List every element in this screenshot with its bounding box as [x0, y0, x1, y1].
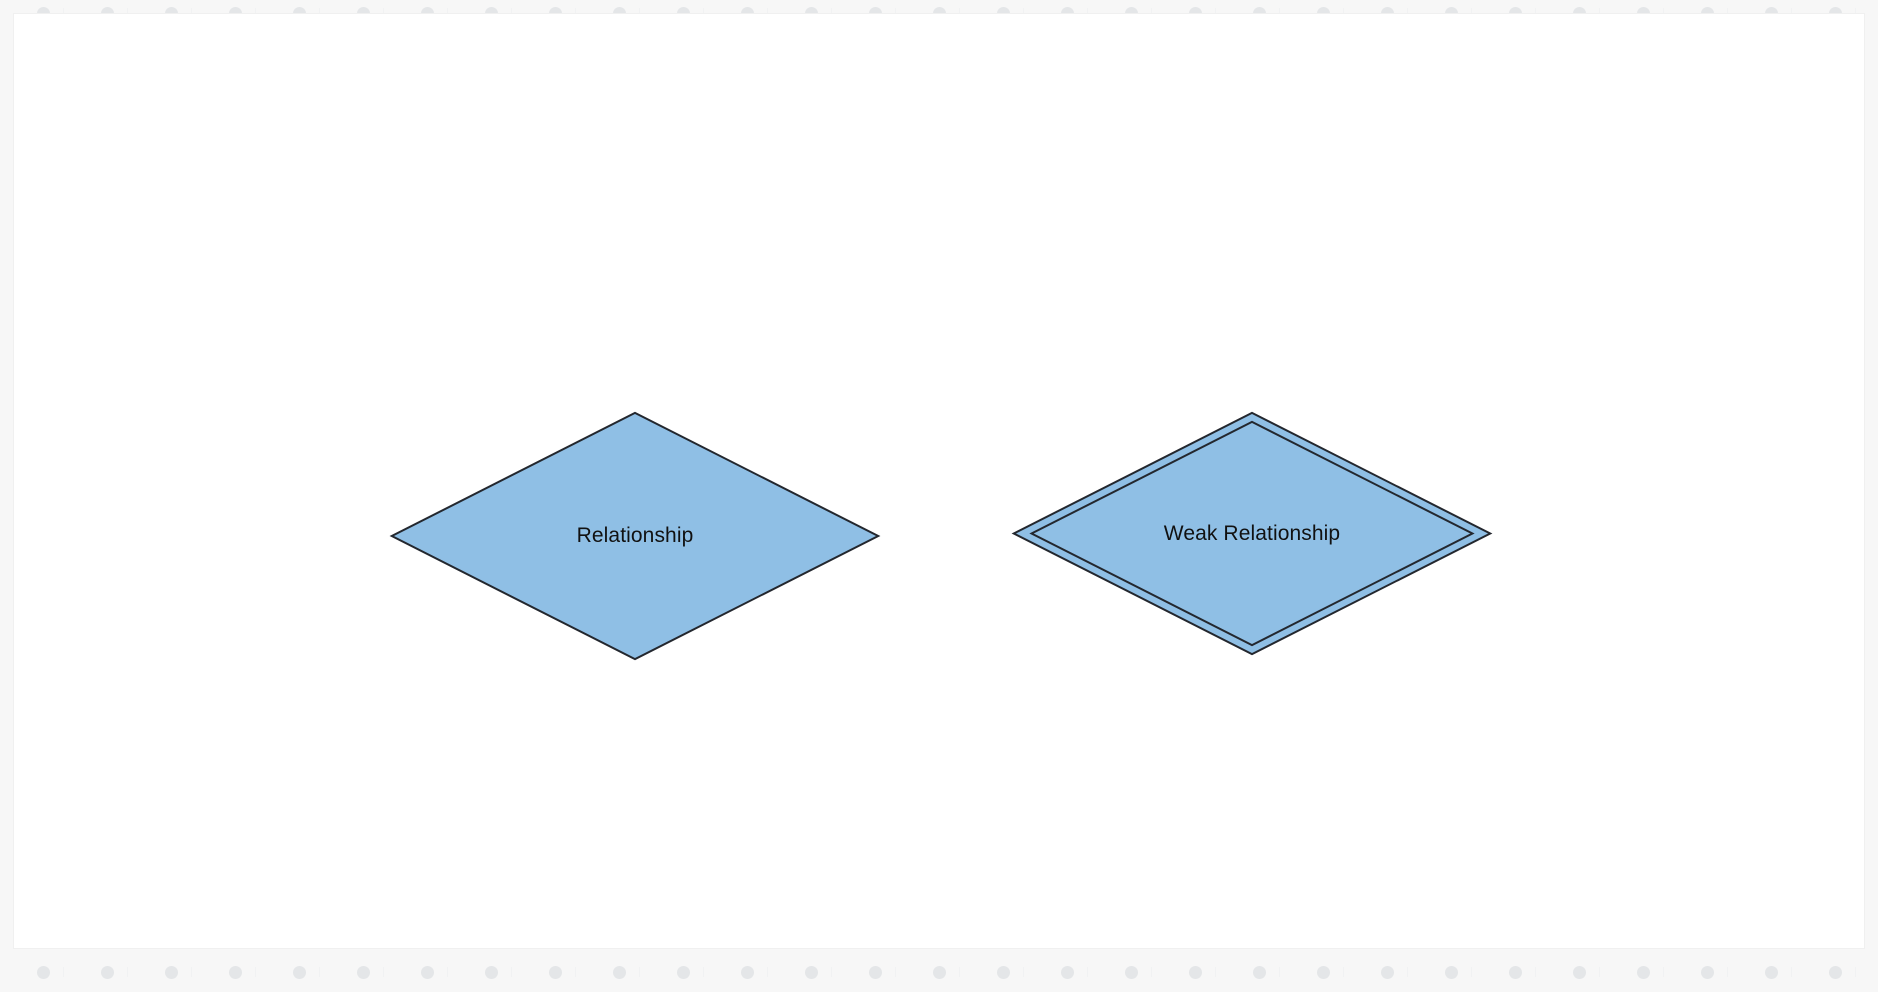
ruler-tick: [1343, 967, 1344, 977]
ruler-tick: [319, 967, 320, 977]
ruler-tick: [1663, 967, 1664, 977]
shape-weak-relationship-diamond[interactable]: Weak Relationship: [1011, 411, 1493, 656]
ruler-tick: [703, 967, 704, 977]
ruler-dot: [613, 966, 626, 979]
ruler-dot: [1829, 966, 1842, 979]
ruler-strip-bottom: [0, 962, 1878, 982]
ruler-tick: [447, 967, 448, 977]
ruler-dot: [165, 966, 178, 979]
ruler-dot: [1125, 966, 1138, 979]
ruler-dot: [869, 966, 882, 979]
ruler-tick: [511, 967, 512, 977]
ruler-tick: [831, 967, 832, 977]
ruler-dot: [485, 966, 498, 979]
ruler-dot: [37, 966, 50, 979]
ruler-dot: [1509, 966, 1522, 979]
ruler-dot: [677, 966, 690, 979]
ruler-tick: [127, 967, 128, 977]
ruler-tick: [1471, 967, 1472, 977]
relationship-diamond-outline: [389, 411, 881, 661]
ruler-dot: [997, 966, 1010, 979]
ruler-dot: [357, 966, 370, 979]
ruler-tick: [255, 967, 256, 977]
ruler-tick: [575, 967, 576, 977]
ruler-dot: [1573, 966, 1586, 979]
ruler-dot: [933, 966, 946, 979]
ruler-dot: [741, 966, 754, 979]
ruler-tick: [1279, 967, 1280, 977]
ruler-dot: [549, 966, 562, 979]
diagram-canvas[interactable]: Relationship Weak Relationship: [14, 14, 1864, 948]
ruler-dot: [1637, 966, 1650, 979]
ruler-tick: [1023, 967, 1024, 977]
ruler-dot: [1061, 966, 1074, 979]
ruler-tick: [1727, 967, 1728, 977]
ruler-dot: [421, 966, 434, 979]
ruler-tick: [959, 967, 960, 977]
ruler-tick: [1855, 967, 1856, 977]
ruler-dot: [1445, 966, 1458, 979]
ruler-dot: [1189, 966, 1202, 979]
ruler-tick: [767, 967, 768, 977]
ruler-dot: [1765, 966, 1778, 979]
ruler-tick: [383, 967, 384, 977]
weak-relationship-double-diamond-outline: [1011, 411, 1493, 656]
ruler-dot: [1381, 966, 1394, 979]
ruler-tick: [191, 967, 192, 977]
ruler-tick: [1791, 967, 1792, 977]
shape-relationship-diamond[interactable]: Relationship: [389, 411, 881, 661]
ruler-tick: [63, 967, 64, 977]
ruler-dot: [101, 966, 114, 979]
ruler-tick: [1535, 967, 1536, 977]
ruler-dot: [229, 966, 242, 979]
ruler-tick: [1087, 967, 1088, 977]
ruler-dot: [1317, 966, 1330, 979]
ruler-dot: [293, 966, 306, 979]
ruler-tick: [1151, 967, 1152, 977]
ruler-dot: [1253, 966, 1266, 979]
ruler-dot: [805, 966, 818, 979]
ruler-tick: [1407, 967, 1408, 977]
ruler-tick: [1599, 967, 1600, 977]
ruler-tick: [639, 967, 640, 977]
ruler-tick: [1215, 967, 1216, 977]
ruler-dot: [1701, 966, 1714, 979]
ruler-tick: [895, 967, 896, 977]
